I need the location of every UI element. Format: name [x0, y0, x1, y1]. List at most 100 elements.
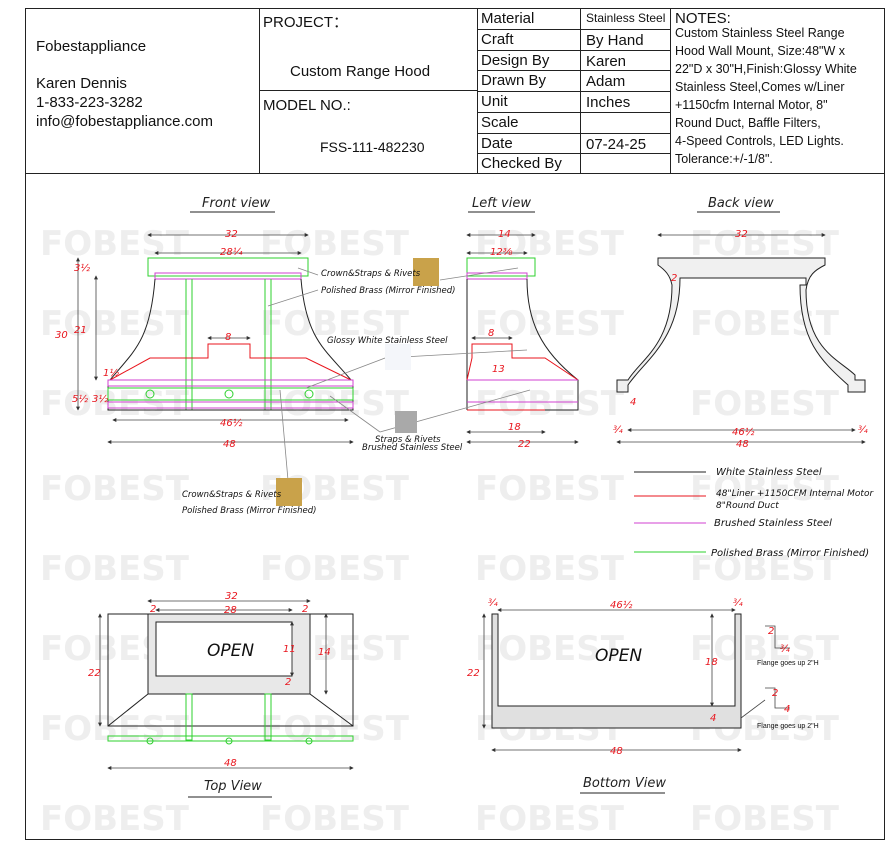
- svg-text:Straps & Rivets: Straps & Rivets: [375, 435, 441, 445]
- steel-swatch: [395, 411, 417, 433]
- watermark-text: FOBEST: [690, 799, 840, 839]
- spec-label: Craft: [481, 30, 514, 48]
- spec-value: 07-24-25: [586, 135, 647, 153]
- svg-text:8"Round Duct: 8"Round Duct: [716, 501, 779, 511]
- watermark-text: FOBEST: [475, 384, 625, 424]
- svg-text:1½: 1½: [103, 367, 119, 379]
- front-view-title: Front view: [202, 196, 271, 211]
- watermark-text: FOBEST: [690, 384, 840, 424]
- svg-text:Crown&Straps & Rivets: Crown&Straps & Rivets: [321, 269, 421, 279]
- title-block: Fobestappliance Karen Dennis 1-833-223-3…: [25, 8, 885, 174]
- svg-text:46½: 46½: [220, 417, 243, 429]
- top-view-title: Top View: [204, 779, 262, 794]
- watermark-layer: FOBEST FOBEST FOBEST FOBEST FOBEST FOBEST FOBE…: [40, 224, 840, 839]
- svg-text:22: 22: [518, 439, 531, 450]
- svg-text:48: 48: [223, 439, 236, 450]
- spec-label: Date: [481, 134, 513, 152]
- svg-text:2: 2: [768, 626, 774, 637]
- svg-text:8: 8: [488, 328, 494, 339]
- bottom-open-label: OPEN: [595, 646, 642, 666]
- svg-text:¾: ¾: [858, 425, 868, 436]
- svg-text:12⅜: 12⅜: [490, 247, 513, 258]
- watermark-text: FOBEST: [260, 224, 410, 264]
- svg-text:22: 22: [467, 668, 480, 679]
- top-view: [107, 613, 354, 745]
- svg-text:14: 14: [318, 647, 331, 658]
- drawing-sheet: [25, 8, 885, 840]
- svg-text:22: 22: [88, 668, 101, 679]
- watermark-text: FOBEST: [260, 799, 410, 839]
- watermark-text: FOBEST: [40, 549, 190, 589]
- svg-text:18: 18: [705, 657, 718, 668]
- flange-notes: Flange goes up 2"H Flange goes up 2"H: [757, 660, 819, 730]
- top-dimensions: [98, 599, 354, 770]
- svg-text:2: 2: [671, 273, 677, 284]
- back-view: [616, 257, 866, 393]
- front-dimensions: [76, 233, 354, 444]
- project-cell: PROJECT： Custom Range Hood MODEL NO.: FS…: [260, 8, 478, 174]
- notes-line: Custom Stainless Steel Range: [675, 26, 845, 40]
- notes-line: 22"D x 30"H,Finish:Glossy White: [675, 62, 857, 76]
- watermark-text: FOBEST: [40, 709, 190, 749]
- svg-text:3½: 3½: [92, 393, 108, 405]
- svg-text:2: 2: [285, 677, 291, 688]
- svg-text:Brushed Stainless Steel: Brushed Stainless Steel: [362, 443, 463, 453]
- legend: White Stainless Steel 48"Liner +1150CFM …: [634, 467, 874, 559]
- watermark-text: FOBEST: [40, 384, 190, 424]
- svg-text:4: 4: [710, 713, 716, 724]
- bottom-view: [491, 613, 742, 729]
- notes-title: NOTES:: [675, 10, 731, 27]
- notes-line: Hood Wall Mount, Size:48"W x: [675, 44, 846, 58]
- svg-text:28¼: 28¼: [220, 246, 243, 258]
- watermark-text: FOBEST: [475, 629, 625, 669]
- svg-text:¾: ¾: [780, 644, 790, 655]
- title-underlines: [188, 211, 780, 798]
- svg-text:Brushed Stainless Steel: Brushed Stainless Steel: [714, 518, 832, 529]
- watermark-text: FOBEST: [260, 304, 410, 344]
- callout-labels: Crown&Straps & Rivets Polished Brass (Mi…: [182, 269, 463, 516]
- model-label: MODEL NO.:: [263, 97, 351, 114]
- notes-line: Stainless Steel,Comes w/Liner: [675, 80, 845, 94]
- watermark-text: FOBEST: [475, 224, 625, 264]
- watermark-text: FOBEST: [40, 224, 190, 264]
- svg-text:¾: ¾: [733, 598, 743, 609]
- svg-text:48: 48: [610, 746, 623, 757]
- svg-text:Flange goes up 2"H: Flange goes up 2"H: [757, 723, 819, 730]
- watermark-text: FOBEST: [260, 709, 410, 749]
- svg-text:14: 14: [498, 229, 511, 240]
- watermark-text: FOBEST: [260, 384, 410, 424]
- back-view-title: Back view: [708, 196, 774, 211]
- watermark-text: FOBEST: [690, 629, 840, 669]
- contact-name: Karen Dennis: [36, 75, 127, 92]
- svg-text:Flange goes up 2"H: Flange goes up 2"H: [757, 660, 819, 667]
- svg-text:Polished Brass (Mirror Finishe: Polished Brass (Mirror Finished): [711, 548, 869, 559]
- watermark-text: FOBEST: [690, 224, 840, 264]
- svg-text:18: 18: [508, 422, 521, 433]
- brass-swatch-2: [276, 478, 302, 506]
- back-dimensions: [616, 233, 866, 444]
- svg-text:Glossy White Stainless Steel: Glossy White Stainless Steel: [327, 336, 448, 346]
- svg-text:White Stainless Steel: White Stainless Steel: [716, 467, 822, 478]
- svg-text:Polished Brass (Mirror Finishe: Polished Brass (Mirror Finished): [182, 506, 316, 516]
- bottom-dim-labels: 46½ ¾ ¾ 48 22 18 4 2 ¾ 2 4: [467, 598, 790, 757]
- svg-text:¾: ¾: [613, 425, 623, 436]
- svg-text:21: 21: [74, 325, 87, 336]
- spec-label: Unit: [481, 93, 508, 110]
- svg-text:Crown&Straps & Rivets: Crown&Straps & Rivets: [182, 490, 282, 500]
- watermark-text: FOBEST: [690, 549, 840, 589]
- spec-value: Karen: [586, 52, 627, 70]
- svg-text:32: 32: [225, 591, 238, 602]
- svg-text:32: 32: [225, 229, 238, 240]
- watermark-text: FOBEST: [260, 549, 410, 589]
- svg-text:46½: 46½: [610, 599, 633, 611]
- spec-value: By Hand: [586, 31, 644, 49]
- spec-label: Checked By: [481, 155, 562, 173]
- svg-text:2: 2: [302, 604, 308, 615]
- svg-text:3½: 3½: [74, 262, 90, 274]
- back-dim-labels: 32 48 46½ 2 4 ¾ ¾: [613, 229, 868, 450]
- notes-line: Round Duct, Baffle Filters,: [675, 116, 821, 130]
- svg-text:2: 2: [150, 604, 156, 615]
- spec-value: Adam: [586, 73, 626, 91]
